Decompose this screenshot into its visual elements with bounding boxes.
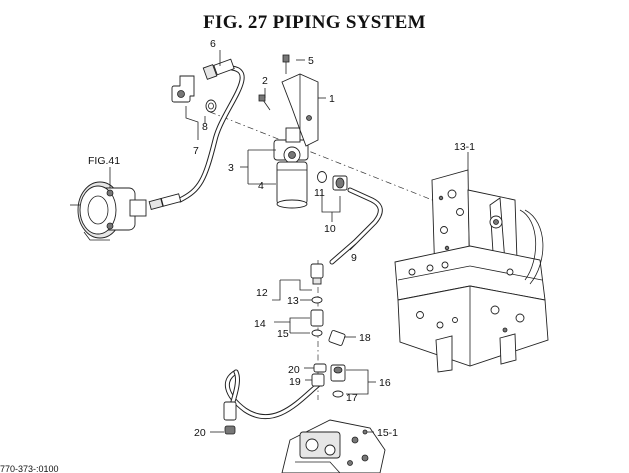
part-17-oring bbox=[332, 390, 344, 398]
callout-6: 6 bbox=[210, 38, 216, 50]
reference-fig41: FIG.41 bbox=[88, 155, 120, 167]
figure-title: FIG. 27 PIPING SYSTEM bbox=[203, 12, 426, 33]
reference-line-main bbox=[209, 111, 446, 206]
callout-10: 10 bbox=[324, 223, 336, 235]
steel-pipe-9 bbox=[329, 187, 383, 265]
leader-lines bbox=[109, 50, 469, 435]
part-8-oring bbox=[205, 99, 217, 113]
part-13-oring bbox=[311, 296, 323, 304]
callout-7: 7 bbox=[193, 145, 199, 157]
part-3-filter-head bbox=[273, 127, 309, 164]
callout-16: 16 bbox=[379, 377, 391, 389]
part-20-fitting-upper bbox=[313, 363, 327, 373]
callout-17: 17 bbox=[346, 392, 358, 404]
part-18-elbow bbox=[328, 330, 346, 346]
part-12-fitting bbox=[310, 263, 324, 285]
part-20-fitting-lower bbox=[223, 401, 237, 435]
pump-fig41 bbox=[70, 181, 147, 241]
callout-4: 4 bbox=[258, 180, 264, 192]
callout-15-1: 15-1 bbox=[377, 427, 398, 439]
footer-code: 770-373-:0100 bbox=[0, 464, 59, 473]
frame-13-1 bbox=[394, 169, 549, 373]
callout-2: 2 bbox=[262, 75, 268, 87]
pump-fitting bbox=[148, 193, 182, 210]
part-6-fitting bbox=[202, 58, 235, 80]
part-5-bolt bbox=[282, 54, 290, 74]
part-19-fitting bbox=[311, 373, 325, 387]
callout-9: 9 bbox=[351, 252, 357, 264]
callout-11: 11 bbox=[314, 187, 325, 199]
part-16-fitting bbox=[330, 364, 346, 382]
callout-13-1: 13-1 bbox=[454, 141, 475, 153]
part-2-bolt bbox=[258, 94, 271, 111]
callout-15: 15 bbox=[277, 328, 289, 340]
callout-5: 5 bbox=[308, 55, 314, 67]
callout-labels: 6 5 2 1 8 7 3 4 11 10 9 12 13 14 15 18 2… bbox=[0, 38, 475, 473]
part-15-oring bbox=[311, 329, 323, 337]
lower-hose bbox=[224, 369, 321, 420]
callout-20-upper: 20 bbox=[288, 364, 300, 376]
part-4-filter-element bbox=[276, 161, 308, 209]
part-10-fitting bbox=[332, 175, 348, 191]
callout-18: 18 bbox=[359, 332, 371, 344]
callout-3: 3 bbox=[228, 162, 234, 174]
callout-19: 19 bbox=[289, 376, 301, 388]
callout-1: 1 bbox=[329, 93, 335, 105]
hydraulic-pump-bottom bbox=[281, 419, 386, 473]
part-11-oring bbox=[317, 171, 327, 183]
callout-13: 13 bbox=[287, 295, 299, 307]
part-7-elbow bbox=[171, 75, 195, 103]
callout-12: 12 bbox=[256, 287, 268, 299]
suction-hose bbox=[177, 65, 245, 203]
callout-20-lower: 20 bbox=[194, 427, 206, 439]
part-1-bracket bbox=[281, 73, 319, 147]
part-14-fitting bbox=[310, 309, 324, 327]
callout-14: 14 bbox=[254, 318, 266, 330]
callout-8: 8 bbox=[202, 121, 208, 133]
